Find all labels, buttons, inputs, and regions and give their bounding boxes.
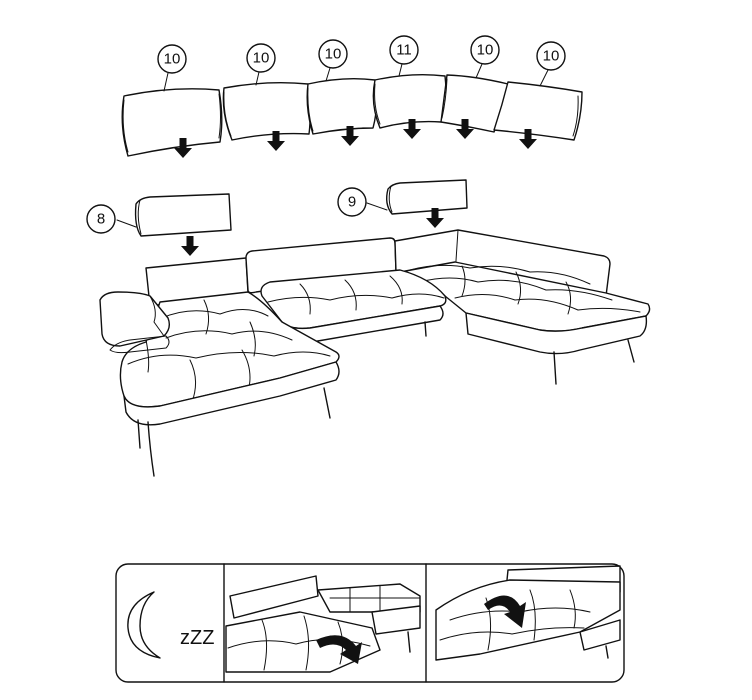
leg: [147, 421, 155, 477]
callout-back-cushion-3: 10: [318, 39, 348, 82]
back-cushions-row: [121, 73, 583, 157]
back-cushion-1: [121, 88, 223, 157]
sleep-step-1: [225, 575, 421, 673]
callout-label: 9: [348, 194, 356, 211]
leg: [323, 387, 331, 419]
callout-back-cushion-6: 10: [536, 41, 566, 87]
moon-icon: [127, 591, 161, 659]
callout-label: 11: [396, 42, 412, 59]
backrest-panel-8: 8: [86, 193, 232, 256]
leg: [137, 419, 141, 449]
back-cushion-3: [306, 77, 378, 135]
callout-label: 10: [164, 51, 181, 68]
leg: [553, 351, 557, 385]
callout-back-cushion-2: 10: [246, 43, 276, 86]
sleep-step-2: [435, 565, 621, 661]
back-cushion-5: [440, 74, 509, 133]
callout-label: 10: [477, 42, 494, 59]
leg: [627, 339, 635, 363]
panel-frame: [115, 563, 625, 683]
fold-arrow-icon: [316, 635, 362, 664]
callout-back-cushion-4: 11: [389, 35, 419, 77]
callout-back-cushion-1: 10: [157, 44, 187, 92]
sleep-label: zZZ: [180, 627, 214, 649]
leg: [424, 321, 427, 337]
sectional-sofa: [99, 229, 651, 477]
callout-label: 10: [253, 50, 270, 67]
back-cushion-2: [222, 81, 311, 141]
callout-label: 10: [325, 46, 342, 63]
backrest-panel-9: 9: [337, 179, 468, 228]
adjustable-armrest: [99, 291, 171, 347]
callout-label: 8: [97, 211, 105, 228]
arrow-down-icon: [181, 236, 199, 256]
callout-label: 10: [543, 48, 560, 65]
callout-back-cushion-5: 10: [470, 35, 500, 79]
fold-arrow-icon: [484, 595, 526, 628]
back-cushion-6: [493, 81, 583, 141]
sleep-icon-cell: zZZ: [127, 591, 214, 659]
sleep-function-panel: zZZ: [115, 563, 625, 683]
